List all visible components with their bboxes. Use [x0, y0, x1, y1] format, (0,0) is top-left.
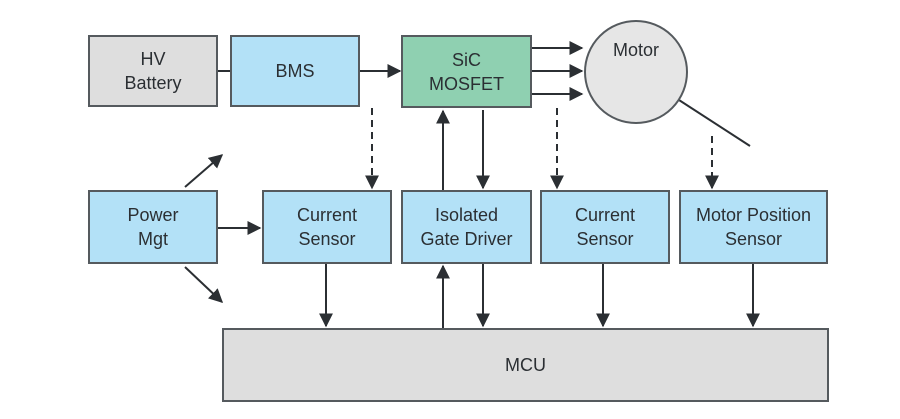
hv-battery-block: HV Battery [88, 35, 218, 107]
motor-label: Motor [612, 40, 659, 60]
current-sensor-block-1: Current Sensor [262, 190, 392, 264]
bms-block: BMS [230, 35, 360, 107]
motor-position-sensor-block: Motor Position Sensor [679, 190, 828, 264]
current-sensor-block-2: Current Sensor [540, 190, 670, 264]
mcu-block: MCU [222, 328, 829, 402]
isolated-gate-driver-block: Isolated Gate Driver [401, 190, 532, 264]
power-out-down-arrow [184, 266, 224, 303]
power-out-up-arrow [184, 154, 224, 188]
motor-circle [584, 20, 688, 124]
power-mgt-block: Power Mgt [88, 190, 218, 264]
sic-mosfet-block: SiC MOSFET [401, 35, 532, 108]
